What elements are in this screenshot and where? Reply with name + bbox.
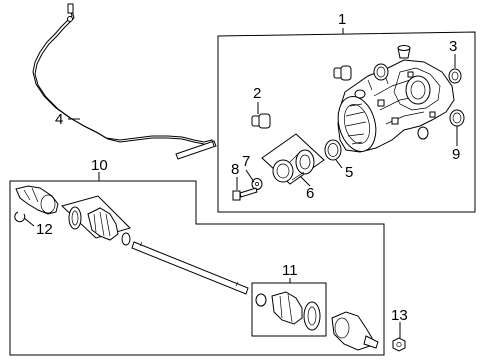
callout-4: 4 (55, 111, 63, 128)
left-boot-kit (61, 195, 131, 246)
part-2-plug (251, 113, 271, 129)
part-8-bolt (232, 187, 258, 201)
part-3-plug (448, 68, 462, 84)
callout-9: 9 (452, 146, 460, 163)
callout-12: 12 (36, 221, 53, 238)
differential-housing-part (337, 59, 455, 153)
inner-cv-joint-part (331, 311, 379, 351)
part-7-washer (251, 178, 263, 190)
seal-ring-upper-part (373, 63, 389, 81)
leader-lines (23, 28, 458, 338)
differential-assembly-frame (217, 31, 476, 213)
plug-part (333, 65, 352, 81)
vent-hose-part (32, 3, 217, 160)
callout-7: 7 (242, 153, 250, 170)
callout-13: 13 (391, 307, 408, 324)
callout-6: 6 (306, 185, 314, 202)
part-9-seal (449, 109, 465, 127)
callout-numbers: 1 2 3 4 5 6 7 8 9 10 11 12 13 (36, 11, 460, 324)
part-11-inner-boot-kit (251, 282, 327, 337)
callout-8: 8 (231, 161, 239, 178)
axle-shaft-frame (9, 180, 385, 356)
axle-shaft-part (131, 241, 249, 295)
vent-cap-part (397, 45, 411, 59)
outer-cv-joint-part (15, 185, 59, 215)
callout-5: 5 (345, 164, 353, 181)
callout-10: 10 (91, 157, 108, 174)
callout-3: 3 (449, 38, 457, 55)
part-13-nut (392, 337, 406, 352)
bushing-part (417, 126, 429, 140)
part-12-snap-ring (14, 211, 26, 223)
callout-11: 11 (282, 262, 298, 279)
callout-2: 2 (253, 85, 261, 102)
part-5-seal (324, 139, 342, 161)
part-6-bearing-assembly (261, 133, 325, 185)
callout-1: 1 (338, 11, 346, 28)
